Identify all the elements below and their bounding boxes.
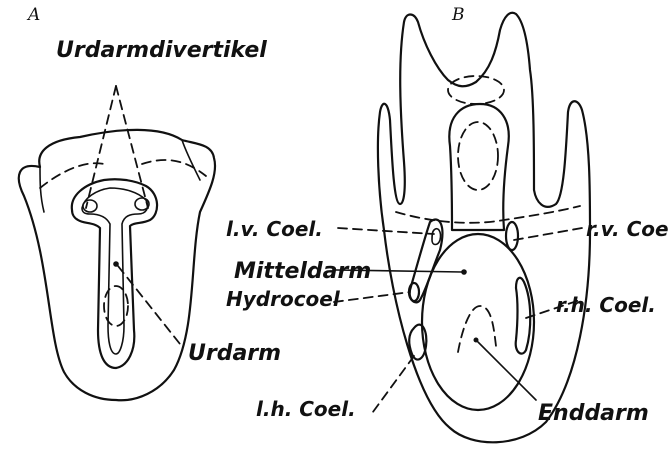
label-urdarmdivertikel: Urdarmdivertikel (56, 38, 267, 63)
label-urdarm: Urdarm (188, 341, 281, 366)
label-lh-coel: l.h. Coel. (256, 397, 356, 421)
enddarm (458, 306, 496, 352)
panel-a: A Urdarmdivertikel Urdarm (19, 5, 281, 400)
larva-b-ciliary-band (396, 206, 580, 223)
esophagus-dashed-oval (458, 122, 498, 190)
label-rv-coel: r.v. Coel. (586, 217, 668, 241)
leader-urdarmdivertikel-right (116, 86, 148, 208)
divertikel-left (83, 200, 97, 212)
leader-hydrocoel (334, 292, 410, 302)
panel-b: B (226, 5, 668, 442)
leader-urdarm (118, 266, 180, 344)
label-rh-coel: r.h. Coel. (556, 293, 656, 317)
lv-coel (432, 229, 441, 245)
leader-enddarm (478, 342, 536, 400)
leader-lh-coel (370, 356, 414, 416)
rh-coel (516, 278, 531, 354)
rv-coel (506, 222, 518, 250)
label-lv-coel: l.v. Coel. (226, 217, 323, 241)
larva-a-oral-lobe (40, 167, 44, 212)
panel-b-letter: B (451, 5, 465, 25)
top-dashed-oval (448, 76, 504, 104)
label-mitteldarm: Mitteldarm (234, 259, 371, 284)
leader-lv-coel (338, 228, 434, 234)
urdarm-outer-wall (72, 179, 157, 368)
panel-a-letter: A (26, 5, 40, 25)
label-hydrocoel: Hydrocoel (226, 287, 341, 311)
label-enddarm: Enddarm (538, 401, 649, 426)
leader-rv-coel (514, 228, 582, 240)
larva-a-oral-lobe-right (182, 140, 200, 180)
urdarm-inner-wall (82, 188, 148, 354)
